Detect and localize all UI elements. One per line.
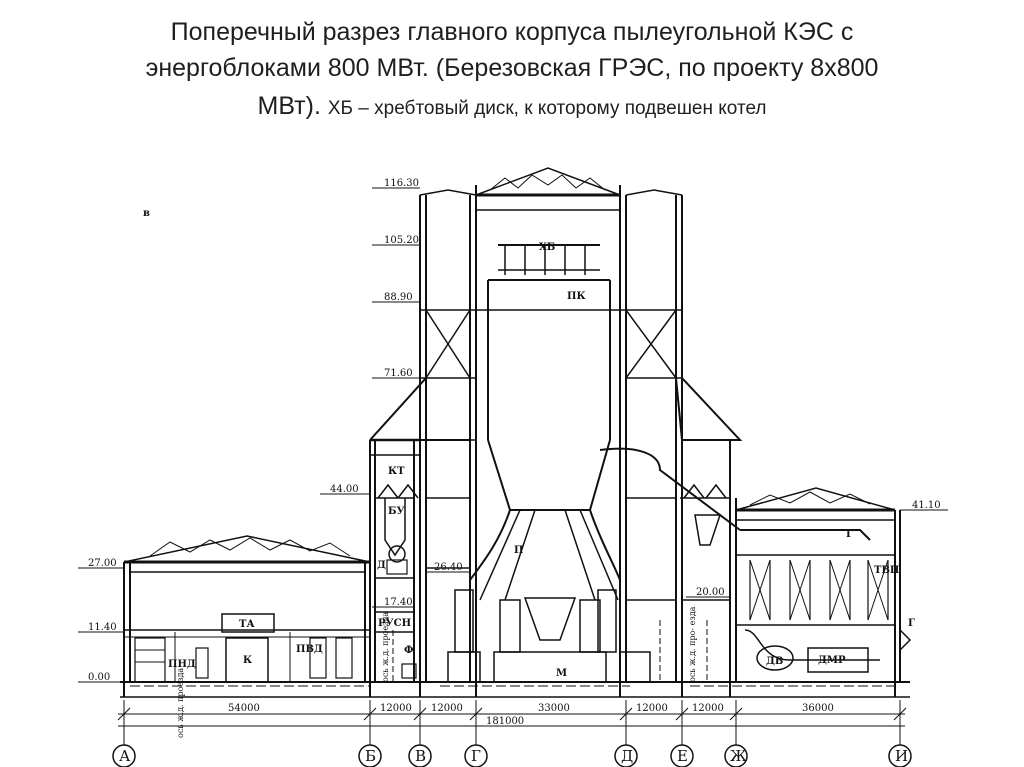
label-pk: ПК xyxy=(567,291,586,302)
label-dmr: ДМР xyxy=(818,655,846,666)
rail-axis-label-3: ось ж.д. про- езда xyxy=(688,606,697,682)
axis-e: Е xyxy=(677,747,688,765)
boiler-house xyxy=(369,167,743,697)
label-pvd: ПВД xyxy=(296,644,323,655)
label-m: М xyxy=(556,668,567,679)
level-44-00: 44.00 xyxy=(330,484,359,495)
title-line-3-main: МВт). xyxy=(257,92,321,120)
label-dv: ДВ xyxy=(766,656,783,667)
level-26-40: 26.40 xyxy=(434,562,463,573)
label-pnd: ПНД xyxy=(168,659,196,670)
title-line-3: МВт). ХБ – хребтовый диск, к которому по… xyxy=(0,86,1024,129)
level-20-00: 20.00 xyxy=(696,587,725,598)
label-ta: ТА xyxy=(239,619,255,630)
axis-i: И xyxy=(895,747,908,765)
label-d: Д xyxy=(377,560,386,571)
label-g-upper: Г xyxy=(846,529,853,540)
label-kt: КТ xyxy=(388,466,405,477)
label-hb: ХБ xyxy=(539,242,555,253)
title-line-2: энергоблоками 800 МВт. (Березовская ГРЭС… xyxy=(145,54,879,82)
dim-12000-a: 12000 xyxy=(380,703,412,714)
dim-12000-c: 12000 xyxy=(636,703,668,714)
level-0-00: 0.00 xyxy=(88,672,110,683)
label-g-lower: Г xyxy=(908,618,915,629)
rail-axis-label-2: ось ж.д. проезда xyxy=(381,612,390,682)
dim-12000-b: 12000 xyxy=(431,703,463,714)
label-rusn: РУСН xyxy=(378,618,411,629)
title-line-3-note: ХБ – хребтовый диск, к которому подвешен… xyxy=(327,98,767,119)
dim-54000: 54000 xyxy=(228,703,260,714)
level-11-40: 11.40 xyxy=(88,622,117,633)
level-markers xyxy=(78,187,948,683)
level-116-30: 116.30 xyxy=(384,178,419,189)
dim-181000: 181000 xyxy=(486,716,524,727)
turbine-hall xyxy=(123,535,371,697)
level-17-40: 17.40 xyxy=(384,597,413,608)
label-k: К xyxy=(243,655,252,666)
dim-12000-d: 12000 xyxy=(692,703,724,714)
dim-36000: 36000 xyxy=(802,703,834,714)
level-105-20: 105.20 xyxy=(384,235,419,246)
dimension-lines xyxy=(117,700,907,745)
slide-title: Поперечный разрез главного корпуса пылеу… xyxy=(0,14,1024,129)
label-f: Ф xyxy=(404,645,414,656)
level-88-90: 88.90 xyxy=(384,292,413,303)
axis-bubbles xyxy=(112,744,912,767)
dim-33000: 33000 xyxy=(538,703,570,714)
axis-a: А xyxy=(119,747,131,765)
section-mark: в xyxy=(143,208,150,219)
axis-zh: Ж xyxy=(730,747,747,765)
foundation xyxy=(120,681,910,698)
axis-d: Д xyxy=(621,747,633,765)
level-71-60: 71.60 xyxy=(384,368,413,379)
air-heater-bay xyxy=(659,440,912,697)
level-27-00: 27.00 xyxy=(88,558,117,569)
label-p: П xyxy=(514,545,523,556)
level-41-10: 41.10 xyxy=(912,500,941,511)
axis-g: Г xyxy=(471,747,481,765)
label-bu: БУ xyxy=(388,506,405,517)
label-tvp: ТВП xyxy=(874,565,899,576)
title-line-1: Поперечный разрез главного корпуса пылеу… xyxy=(170,18,854,46)
axis-v: В xyxy=(415,747,426,765)
rail-axis-label-1: ось ж.д. проезда xyxy=(176,668,185,738)
axis-b: Б xyxy=(365,747,376,765)
